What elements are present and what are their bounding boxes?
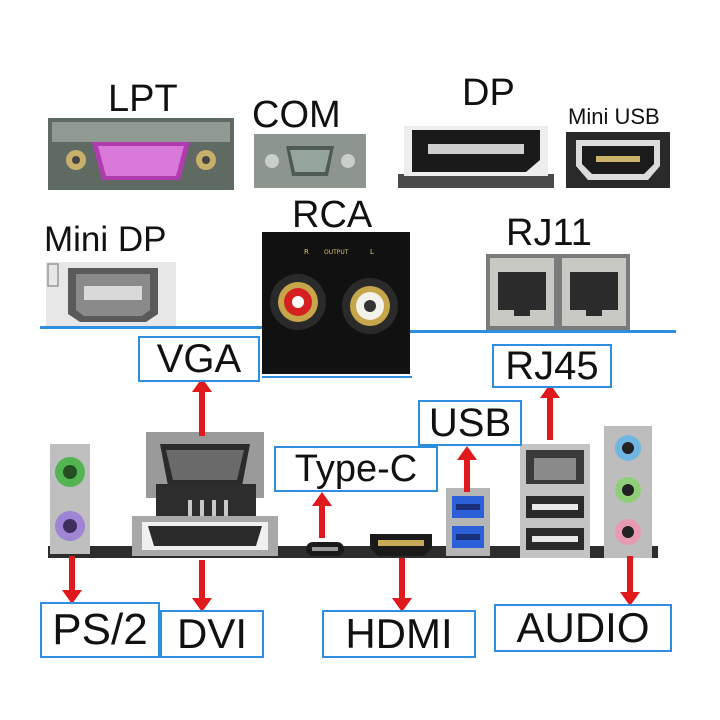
rj11-label: RJ11 [506, 212, 592, 254]
mini-usb-port-image [566, 132, 670, 188]
usb-label: USB [428, 401, 512, 445]
dvi-label-box: DVI [160, 610, 264, 658]
com-label: COM [252, 94, 341, 136]
audio-arrow [620, 556, 640, 606]
rca-frame-bottom [262, 376, 412, 378]
rj11-port-image [486, 254, 630, 330]
dvi-arrow [192, 560, 212, 612]
hdmi-label: HDMI [345, 610, 453, 657]
mini-dp-label: Mini DP [44, 220, 167, 259]
rj45-label-box: RJ45 [492, 344, 612, 388]
separator-line-right [410, 330, 676, 333]
ps2-label-box: PS/2 [40, 602, 160, 658]
ps2-arrow [62, 556, 82, 604]
lpt-port-image [48, 118, 234, 190]
vga-label-box: VGA [138, 336, 260, 382]
type-c-arrow [312, 492, 332, 538]
rj45-arrow [540, 384, 560, 440]
separator-line-left [40, 326, 262, 329]
rca-output-text: OUTPUT [324, 249, 349, 256]
rca-r-text: R [304, 248, 309, 256]
audio-label: AUDIO [516, 604, 650, 651]
usb-label-box: USB [418, 400, 522, 446]
hdmi-label-box: HDMI [322, 610, 476, 658]
rca-label: RCA [292, 194, 373, 236]
type-c-label: Type-C [294, 448, 418, 490]
usb-arrow [457, 446, 477, 492]
ps2-label: PS/2 [52, 605, 148, 654]
io-panel-image [48, 420, 658, 580]
rca-l-text: L [370, 248, 374, 256]
hdmi-arrow [392, 558, 412, 612]
dp-label: DP [462, 72, 515, 114]
vga-arrow [192, 378, 212, 436]
dp-port-image [398, 110, 554, 188]
com-port-image [254, 134, 366, 188]
type-c-label-box: Type-C [274, 446, 438, 492]
lpt-label: LPT [108, 78, 178, 120]
vga-label: VGA [156, 337, 242, 381]
rj45-label: RJ45 [505, 344, 599, 388]
mini-dp-port-image [46, 262, 176, 326]
rca-port-image: R OUTPUT L [262, 232, 410, 374]
mini-usb-label: Mini USB [568, 104, 660, 129]
dvi-label: DVI [176, 610, 247, 657]
audio-label-box: AUDIO [494, 604, 672, 652]
